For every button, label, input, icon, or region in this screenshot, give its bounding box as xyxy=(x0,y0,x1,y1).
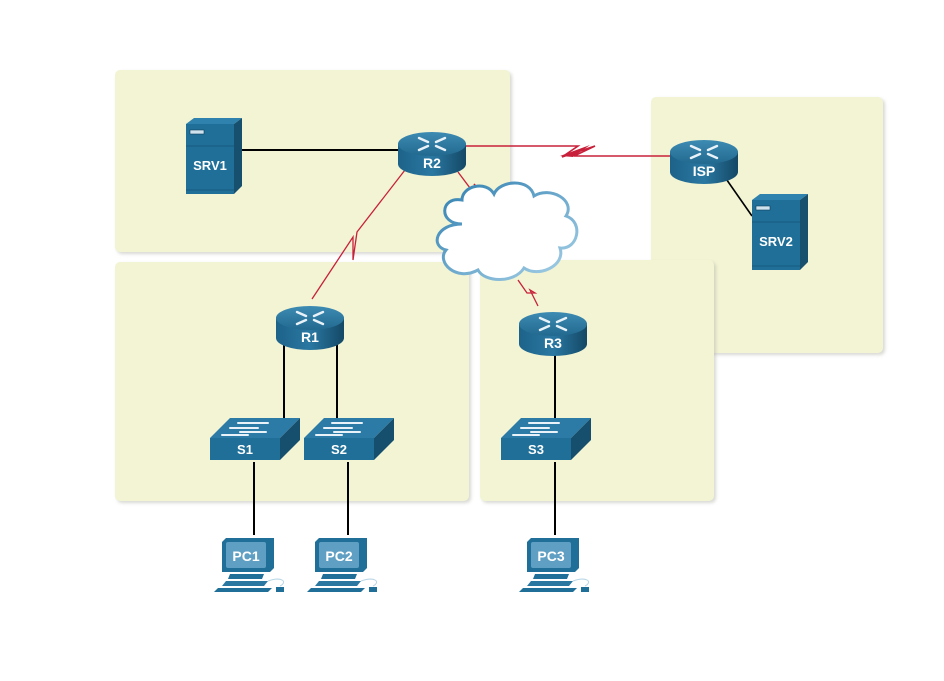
device-label: SRV2 xyxy=(759,234,793,249)
device-label: PC3 xyxy=(537,548,564,564)
links xyxy=(240,145,753,535)
pc-pc1[interactable]: PC1 xyxy=(214,538,284,592)
zone-hq xyxy=(115,70,512,254)
link-cloud-r3 xyxy=(517,279,539,307)
switch-s3[interactable]: S3 xyxy=(501,418,591,460)
switch-s2[interactable]: S2 xyxy=(304,418,394,460)
device-label: SRV1 xyxy=(193,158,227,173)
device-label: R3 xyxy=(544,335,562,351)
device-label: R2 xyxy=(423,155,441,171)
router-isp[interactable]: ISP xyxy=(670,140,738,184)
zone-r1-lan xyxy=(115,262,471,503)
device-label: PC1 xyxy=(232,548,259,564)
device-label: ISP xyxy=(693,163,716,179)
device-label: PC2 xyxy=(325,548,352,564)
device-label: S2 xyxy=(331,442,347,457)
zone-r3-lan xyxy=(480,260,716,503)
router-r2[interactable]: R2 xyxy=(398,132,466,176)
router-r3[interactable]: R3 xyxy=(519,312,587,356)
server-srv2[interactable]: SRV2 xyxy=(752,194,808,270)
wan-cloud-icon[interactable] xyxy=(435,181,579,281)
device-label: S3 xyxy=(528,442,544,457)
link-r2-r1 xyxy=(311,169,406,300)
switch-s1[interactable]: S1 xyxy=(210,418,300,460)
device-label: R1 xyxy=(301,329,319,345)
pc-pc3[interactable]: PC3 xyxy=(519,538,589,592)
router-r1[interactable]: R1 xyxy=(276,306,344,350)
device-label: S1 xyxy=(237,442,253,457)
serial-bolt-icon xyxy=(560,145,590,157)
pc-pc2[interactable]: PC2 xyxy=(307,538,377,592)
server-srv1[interactable]: SRV1 xyxy=(186,118,242,194)
